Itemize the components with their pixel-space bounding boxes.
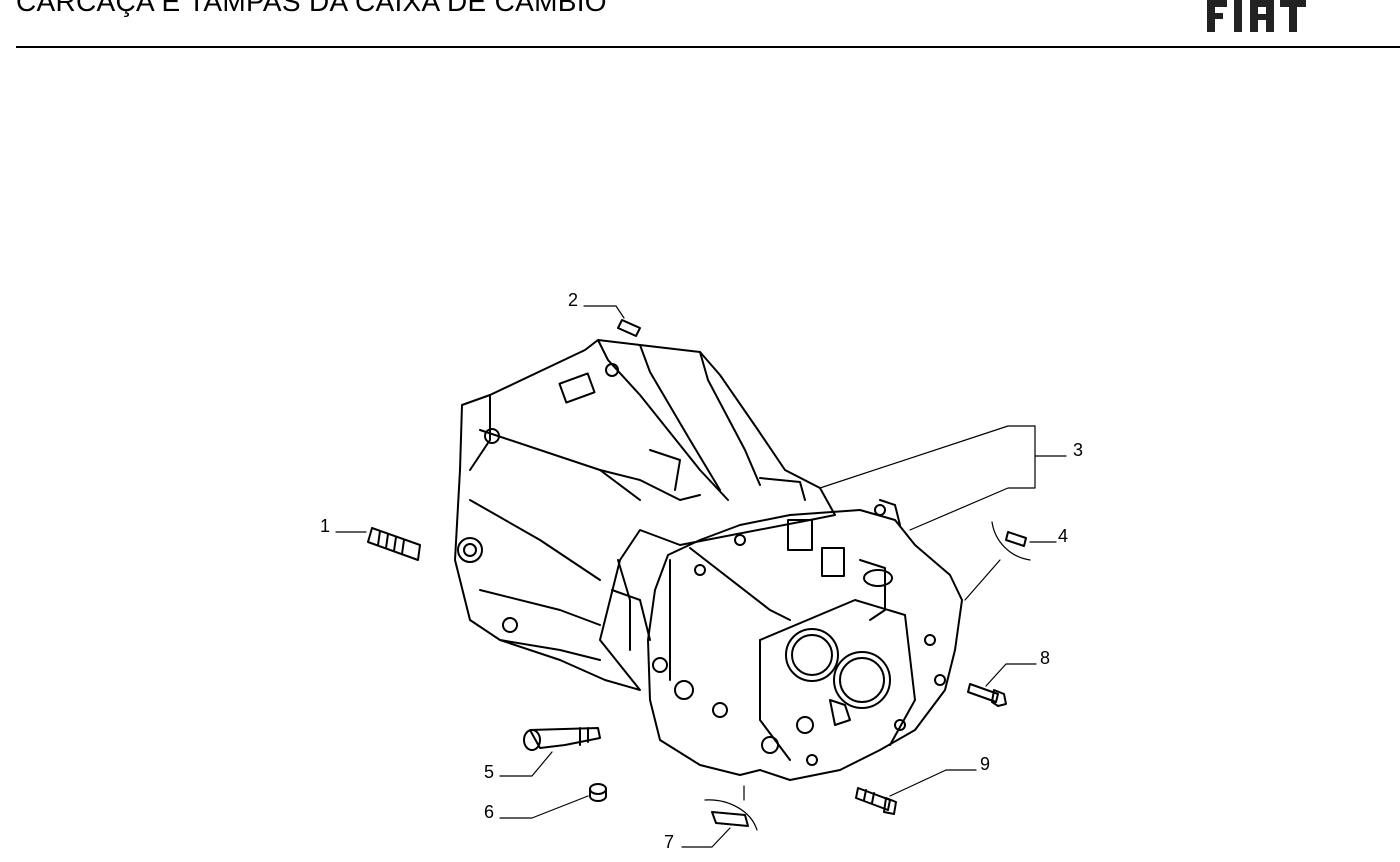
part-8-bolt bbox=[967, 663, 1037, 707]
callout-5: 5 bbox=[484, 762, 494, 782]
part-3-leader bbox=[819, 425, 1067, 531]
callout-labels: 1 2 3 4 5 6 7 8 9 bbox=[320, 290, 1083, 852]
gearbox-case bbox=[611, 499, 963, 781]
part-4-pin bbox=[964, 521, 1057, 601]
callout-2: 2 bbox=[568, 290, 578, 310]
part-1-stud bbox=[335, 527, 421, 561]
part-9-stud-bolt bbox=[855, 769, 977, 815]
callout-4: 4 bbox=[1058, 526, 1068, 546]
part-7-pad bbox=[681, 785, 758, 848]
part-5-sensor bbox=[499, 727, 601, 777]
part-6-plug bbox=[499, 783, 607, 819]
page-header: CARCAÇA E TAMPAS DA CAIXA DE CÂMBIO bbox=[0, 0, 1400, 48]
clutch-housing bbox=[454, 339, 836, 691]
callout-1: 1 bbox=[320, 516, 330, 536]
header-divider bbox=[16, 46, 1400, 48]
callout-6: 6 bbox=[484, 802, 494, 822]
callout-7: 7 bbox=[664, 832, 674, 852]
fiat-logo bbox=[1207, 0, 1306, 32]
part-2-dowel-pin bbox=[583, 305, 641, 337]
callout-8: 8 bbox=[1040, 648, 1050, 668]
callout-3: 3 bbox=[1073, 440, 1083, 460]
page-title: CARCAÇA E TAMPAS DA CAIXA DE CÂMBIO bbox=[16, 0, 607, 17]
callout-9: 9 bbox=[980, 754, 990, 774]
